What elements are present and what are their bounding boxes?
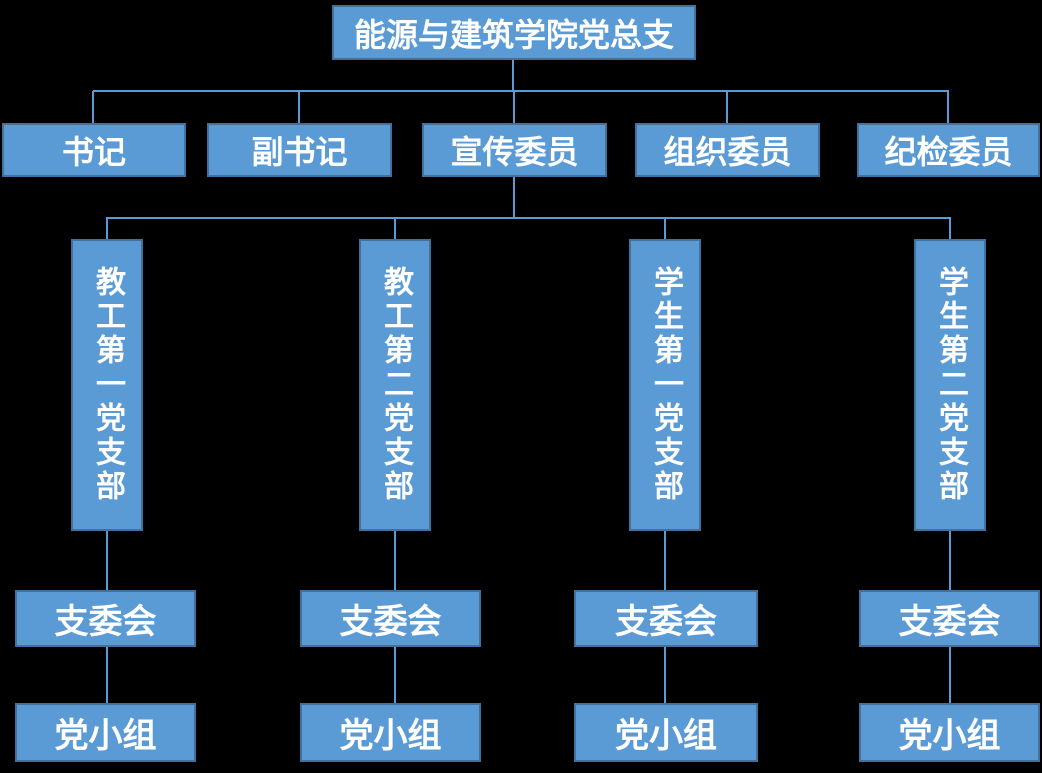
connector-drop-branch-1: [106, 218, 108, 239]
org-node-student-branch-2-label: 学生第二党支部: [934, 266, 967, 504]
connector-committee-group-3: [664, 647, 666, 703]
connector-drop-branch-4: [949, 218, 951, 239]
org-node-faculty-branch-1: 教工第一党支部: [71, 239, 143, 531]
connector-drop-branch-2: [394, 218, 396, 239]
org-node-faculty-branch-2-label: 教工第二党支部: [379, 266, 412, 504]
org-node-party-group-3: 党小组: [574, 703, 758, 762]
org-node-faculty-branch-1-label: 教工第一党支部: [91, 266, 124, 504]
org-node-party-group-4: 党小组: [859, 703, 1040, 762]
org-node-deputy-secretary: 副书记: [207, 123, 392, 177]
connector-committee-group-4: [949, 647, 951, 703]
connector-branch-bus: [106, 217, 951, 219]
connector-root-stub: [512, 59, 514, 91]
org-node-student-branch-2: 学生第二党支部: [914, 239, 986, 531]
connector-branch-committee-3: [664, 531, 666, 590]
connector-drop-publicity-member: [513, 91, 515, 123]
org-node-faculty-branch-2: 教工第二党支部: [359, 239, 431, 531]
connector-drop-secretary: [92, 91, 94, 123]
org-node-general-branch: 能源与建筑学院党总支: [332, 5, 696, 60]
org-node-student-branch-1-label: 学生第一党支部: [649, 266, 682, 504]
org-node-party-group-2: 党小组: [300, 703, 481, 762]
connector-branch-committee-4: [949, 531, 951, 590]
org-node-branch-committee-2: 支委会: [300, 590, 481, 647]
org-node-student-branch-1: 学生第一党支部: [629, 239, 701, 531]
connector-officer-bus: [93, 90, 949, 92]
org-node-publicity-member: 宣传委员: [422, 123, 607, 177]
org-node-secretary: 书记: [2, 123, 186, 177]
connector-drop-deputy-secretary: [298, 91, 300, 123]
org-node-branch-committee-3: 支委会: [574, 590, 758, 647]
connector-branch-committee-2: [394, 531, 396, 590]
org-node-branch-committee-4: 支委会: [859, 590, 1040, 647]
connector-branch-riser: [513, 177, 515, 218]
connector-branch-committee-1: [106, 531, 108, 590]
connector-committee-group-2: [394, 647, 396, 703]
connector-drop-organization-member: [726, 91, 728, 123]
connector-drop-discipline-member: [947, 91, 949, 123]
org-node-party-group-1: 党小组: [15, 703, 196, 762]
connector-committee-group-1: [106, 647, 108, 703]
connector-drop-branch-3: [664, 218, 666, 239]
org-node-discipline-member: 纪检委员: [857, 123, 1040, 177]
org-node-organization-member: 组织委员: [635, 123, 820, 177]
org-node-branch-committee-1: 支委会: [15, 590, 196, 647]
